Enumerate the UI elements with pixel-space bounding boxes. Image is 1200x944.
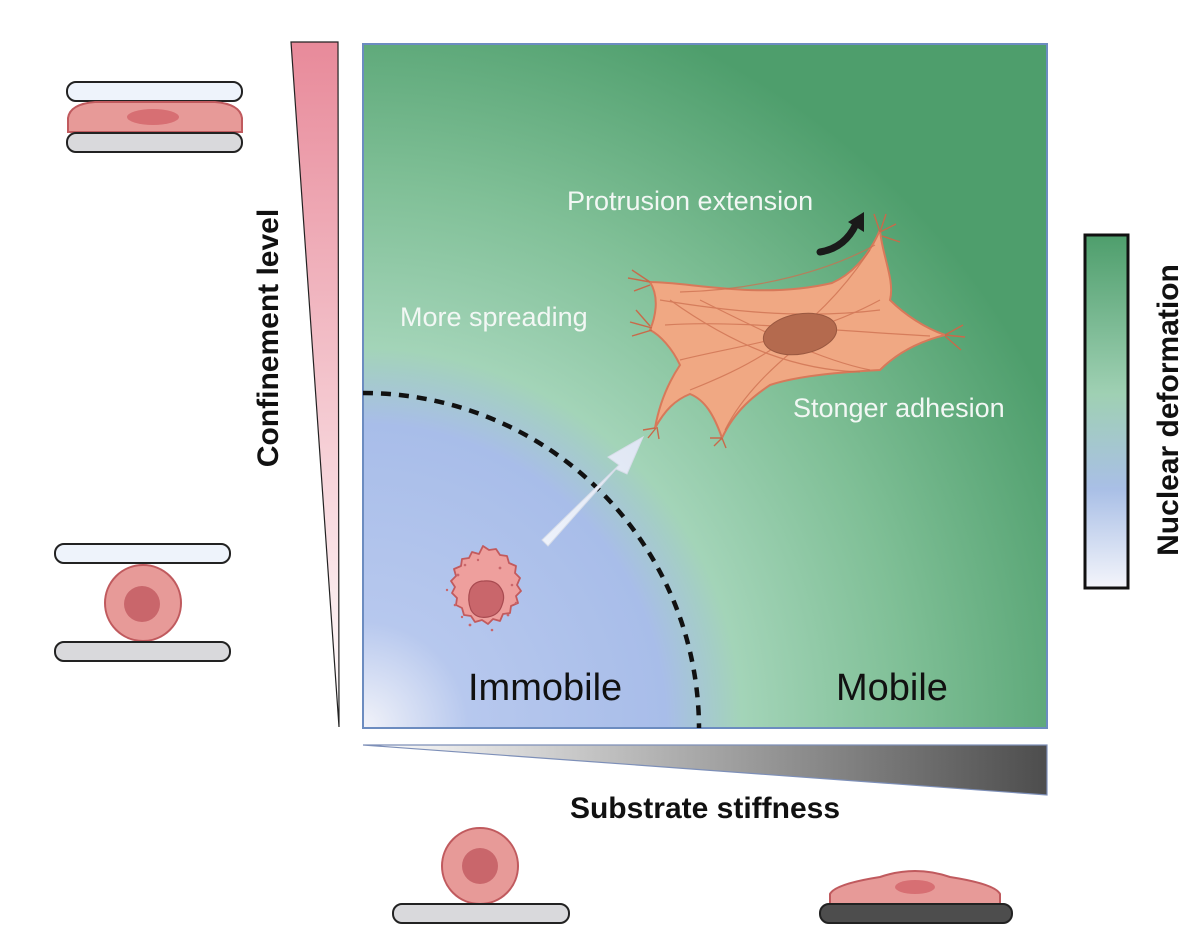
mobile-label: Mobile: [836, 667, 948, 709]
immobile-cell: [445, 545, 522, 632]
colorbar-label: Nuclear deformation: [1152, 264, 1185, 556]
stiffness-wedge: [362, 744, 1048, 796]
spread-cell: [627, 213, 966, 449]
stiffness-axis-label: Substrate stiffness: [570, 792, 840, 825]
confinement-wedge: [290, 41, 340, 728]
protrusion-arrow: [816, 212, 864, 256]
immobile-label: Immobile: [468, 667, 622, 709]
nuclear-deformation-colorbar: [1083, 233, 1130, 590]
confinement-axis-label: Confinement level: [252, 209, 285, 467]
unconfined-cell-illustration: [54, 543, 231, 662]
spread-cell-nucleus: [762, 312, 838, 356]
transition-arrow: [541, 435, 645, 547]
spreading-label: More spreading: [400, 302, 588, 332]
stiff-substrate-cell-illustration: [819, 870, 1013, 924]
boundary-dashed-line: [362, 390, 702, 729]
protrusion-label: Protrusion extension: [567, 186, 813, 216]
soft-substrate-cell-illustration: [392, 827, 570, 924]
confined-cell-illustration: [66, 81, 243, 153]
adhesion-label: Stonger adhesion: [793, 393, 1005, 423]
